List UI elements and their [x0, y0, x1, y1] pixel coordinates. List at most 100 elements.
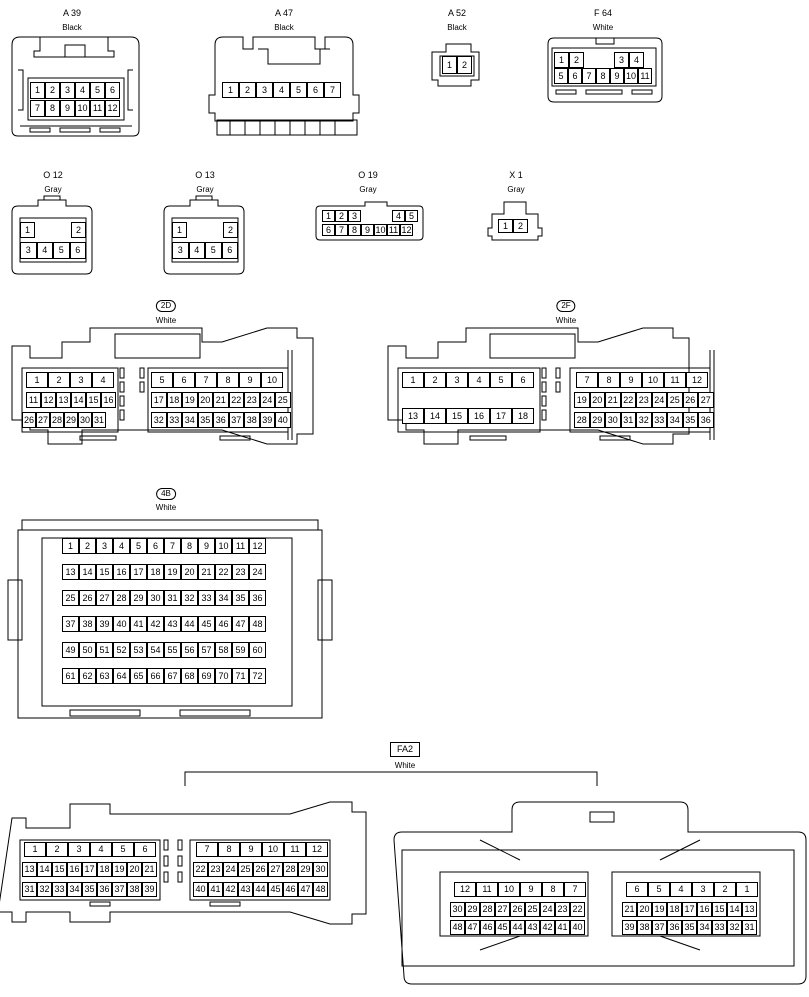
a47-name: A 47: [274, 8, 294, 18]
f64-color: White: [592, 23, 614, 32]
c2d-pin: 38: [244, 412, 260, 428]
c2d-pin: 8: [217, 372, 239, 388]
c2f-pin: 34: [667, 412, 683, 428]
c4b-pin: 26: [79, 590, 96, 606]
o19-pin: 9: [361, 224, 374, 236]
o19-pin: 12: [400, 224, 413, 236]
fa2-pin: 45: [495, 920, 510, 935]
a47-pin: 5: [290, 82, 307, 98]
fa2-pin: 13: [742, 902, 757, 917]
c2d-pin: 22: [228, 392, 244, 408]
c2d-pin: 14: [71, 392, 86, 408]
c4b-pin: 71: [232, 668, 249, 684]
c4b-pin: 38: [79, 616, 96, 632]
f64-pin: 5: [554, 68, 568, 84]
fa2-pin: 15: [712, 902, 727, 917]
a39-pin: 4: [75, 82, 90, 99]
c4b-pin: 64: [113, 668, 130, 684]
c4b-pin: 8: [181, 538, 198, 554]
c4b-pin: 46: [215, 616, 232, 632]
c2f-pin: 35: [682, 412, 698, 428]
fa2-pin: 5: [112, 842, 134, 857]
x1-name: X 1: [509, 170, 523, 180]
fa2-pin: 10: [262, 842, 284, 857]
f64-pin: 4: [629, 52, 644, 68]
fa2-pin: 30: [313, 862, 328, 877]
o19-pin: 10: [374, 224, 387, 236]
c4b-pin: 62: [79, 668, 96, 684]
fa2-pin: 6: [626, 882, 648, 897]
c4b-pin: 43: [164, 616, 181, 632]
c4b-pin: 2: [79, 538, 96, 554]
fa2-pin: 33: [52, 882, 67, 897]
o13-color: Gray: [196, 185, 214, 194]
f64-pin: 9: [610, 68, 624, 84]
fa2-right-housing: [393, 801, 807, 985]
o19-pin: 7: [335, 224, 348, 236]
fa2-pin: 42: [223, 882, 238, 897]
fa2-pin: 18: [97, 862, 112, 877]
x1-pin: 2: [513, 219, 528, 233]
fa2-pin: 37: [112, 882, 127, 897]
f64-pin: 7: [582, 68, 596, 84]
fa2-pin: 3: [68, 842, 90, 857]
fa2-pin: 12: [454, 882, 476, 897]
c2f-pin: 20: [589, 392, 605, 408]
c2d-pin: 17: [151, 392, 167, 408]
c2d-pin: 2: [48, 372, 70, 388]
o13-pin: 6: [221, 242, 238, 259]
a47-pin: 7: [324, 82, 341, 98]
fa2-pin: 32: [37, 882, 52, 897]
fa2-pin: 27: [268, 862, 283, 877]
o19-pin: 8: [348, 224, 361, 236]
o12-name: O 12: [43, 170, 63, 180]
c2f-pin: 26: [682, 392, 698, 408]
fa2-pin: 47: [465, 920, 480, 935]
c4b-pin: 14: [79, 564, 96, 580]
c2f-pin: 23: [636, 392, 652, 408]
c4b-pin: 24: [249, 564, 266, 580]
c2d-pin: 5: [151, 372, 173, 388]
fa2-pin: 21: [622, 902, 637, 917]
o12-pin: 2: [71, 222, 86, 238]
fa2-pin: 29: [298, 862, 313, 877]
c2f-pin: 14: [424, 408, 446, 424]
c2d-housing: [11, 327, 314, 445]
fa2-pin: 39: [142, 882, 157, 897]
c4b-pin: 69: [198, 668, 215, 684]
fa2-pin: 23: [208, 862, 223, 877]
fa2-pin: 44: [510, 920, 525, 935]
c4b-pin: 31: [164, 590, 181, 606]
fa2-pin: 46: [480, 920, 495, 935]
fa2-pin: 35: [82, 882, 97, 897]
c4b-pin: 66: [147, 668, 164, 684]
c2f-pin: 9: [620, 372, 642, 388]
o13-pin: 2: [223, 222, 238, 238]
c2f-pin: 16: [468, 408, 490, 424]
c2f-pin: 17: [490, 408, 512, 424]
c2d-pin: 31: [92, 412, 106, 428]
c2f-pin: 30: [605, 412, 621, 428]
fa2-pin: 28: [480, 902, 495, 917]
a52-pin: 2: [457, 56, 472, 74]
c4b-pin: 15: [96, 564, 113, 580]
fa2-pin: 48: [313, 882, 328, 897]
c4b-pin: 6: [147, 538, 164, 554]
x1-housing: [487, 201, 543, 241]
o13-name: O 13: [195, 170, 215, 180]
c4b-pin: 41: [130, 616, 147, 632]
fa2-pin: 36: [97, 882, 112, 897]
a39-pin: 5: [90, 82, 105, 99]
c4b-pin: 9: [198, 538, 215, 554]
c2d-pin: 30: [78, 412, 92, 428]
c2d-pin: 15: [86, 392, 101, 408]
fa2-pin: 47: [298, 882, 313, 897]
c4b-pin: 25: [62, 590, 79, 606]
a39-pin: 11: [90, 100, 105, 117]
fa2-pin: 15: [52, 862, 67, 877]
c2d-pin: 23: [244, 392, 260, 408]
c2d-pin: 18: [166, 392, 182, 408]
fa2-pin: 11: [284, 842, 306, 857]
a39-name: A 39: [62, 8, 82, 18]
c2f-housing: [387, 327, 715, 445]
